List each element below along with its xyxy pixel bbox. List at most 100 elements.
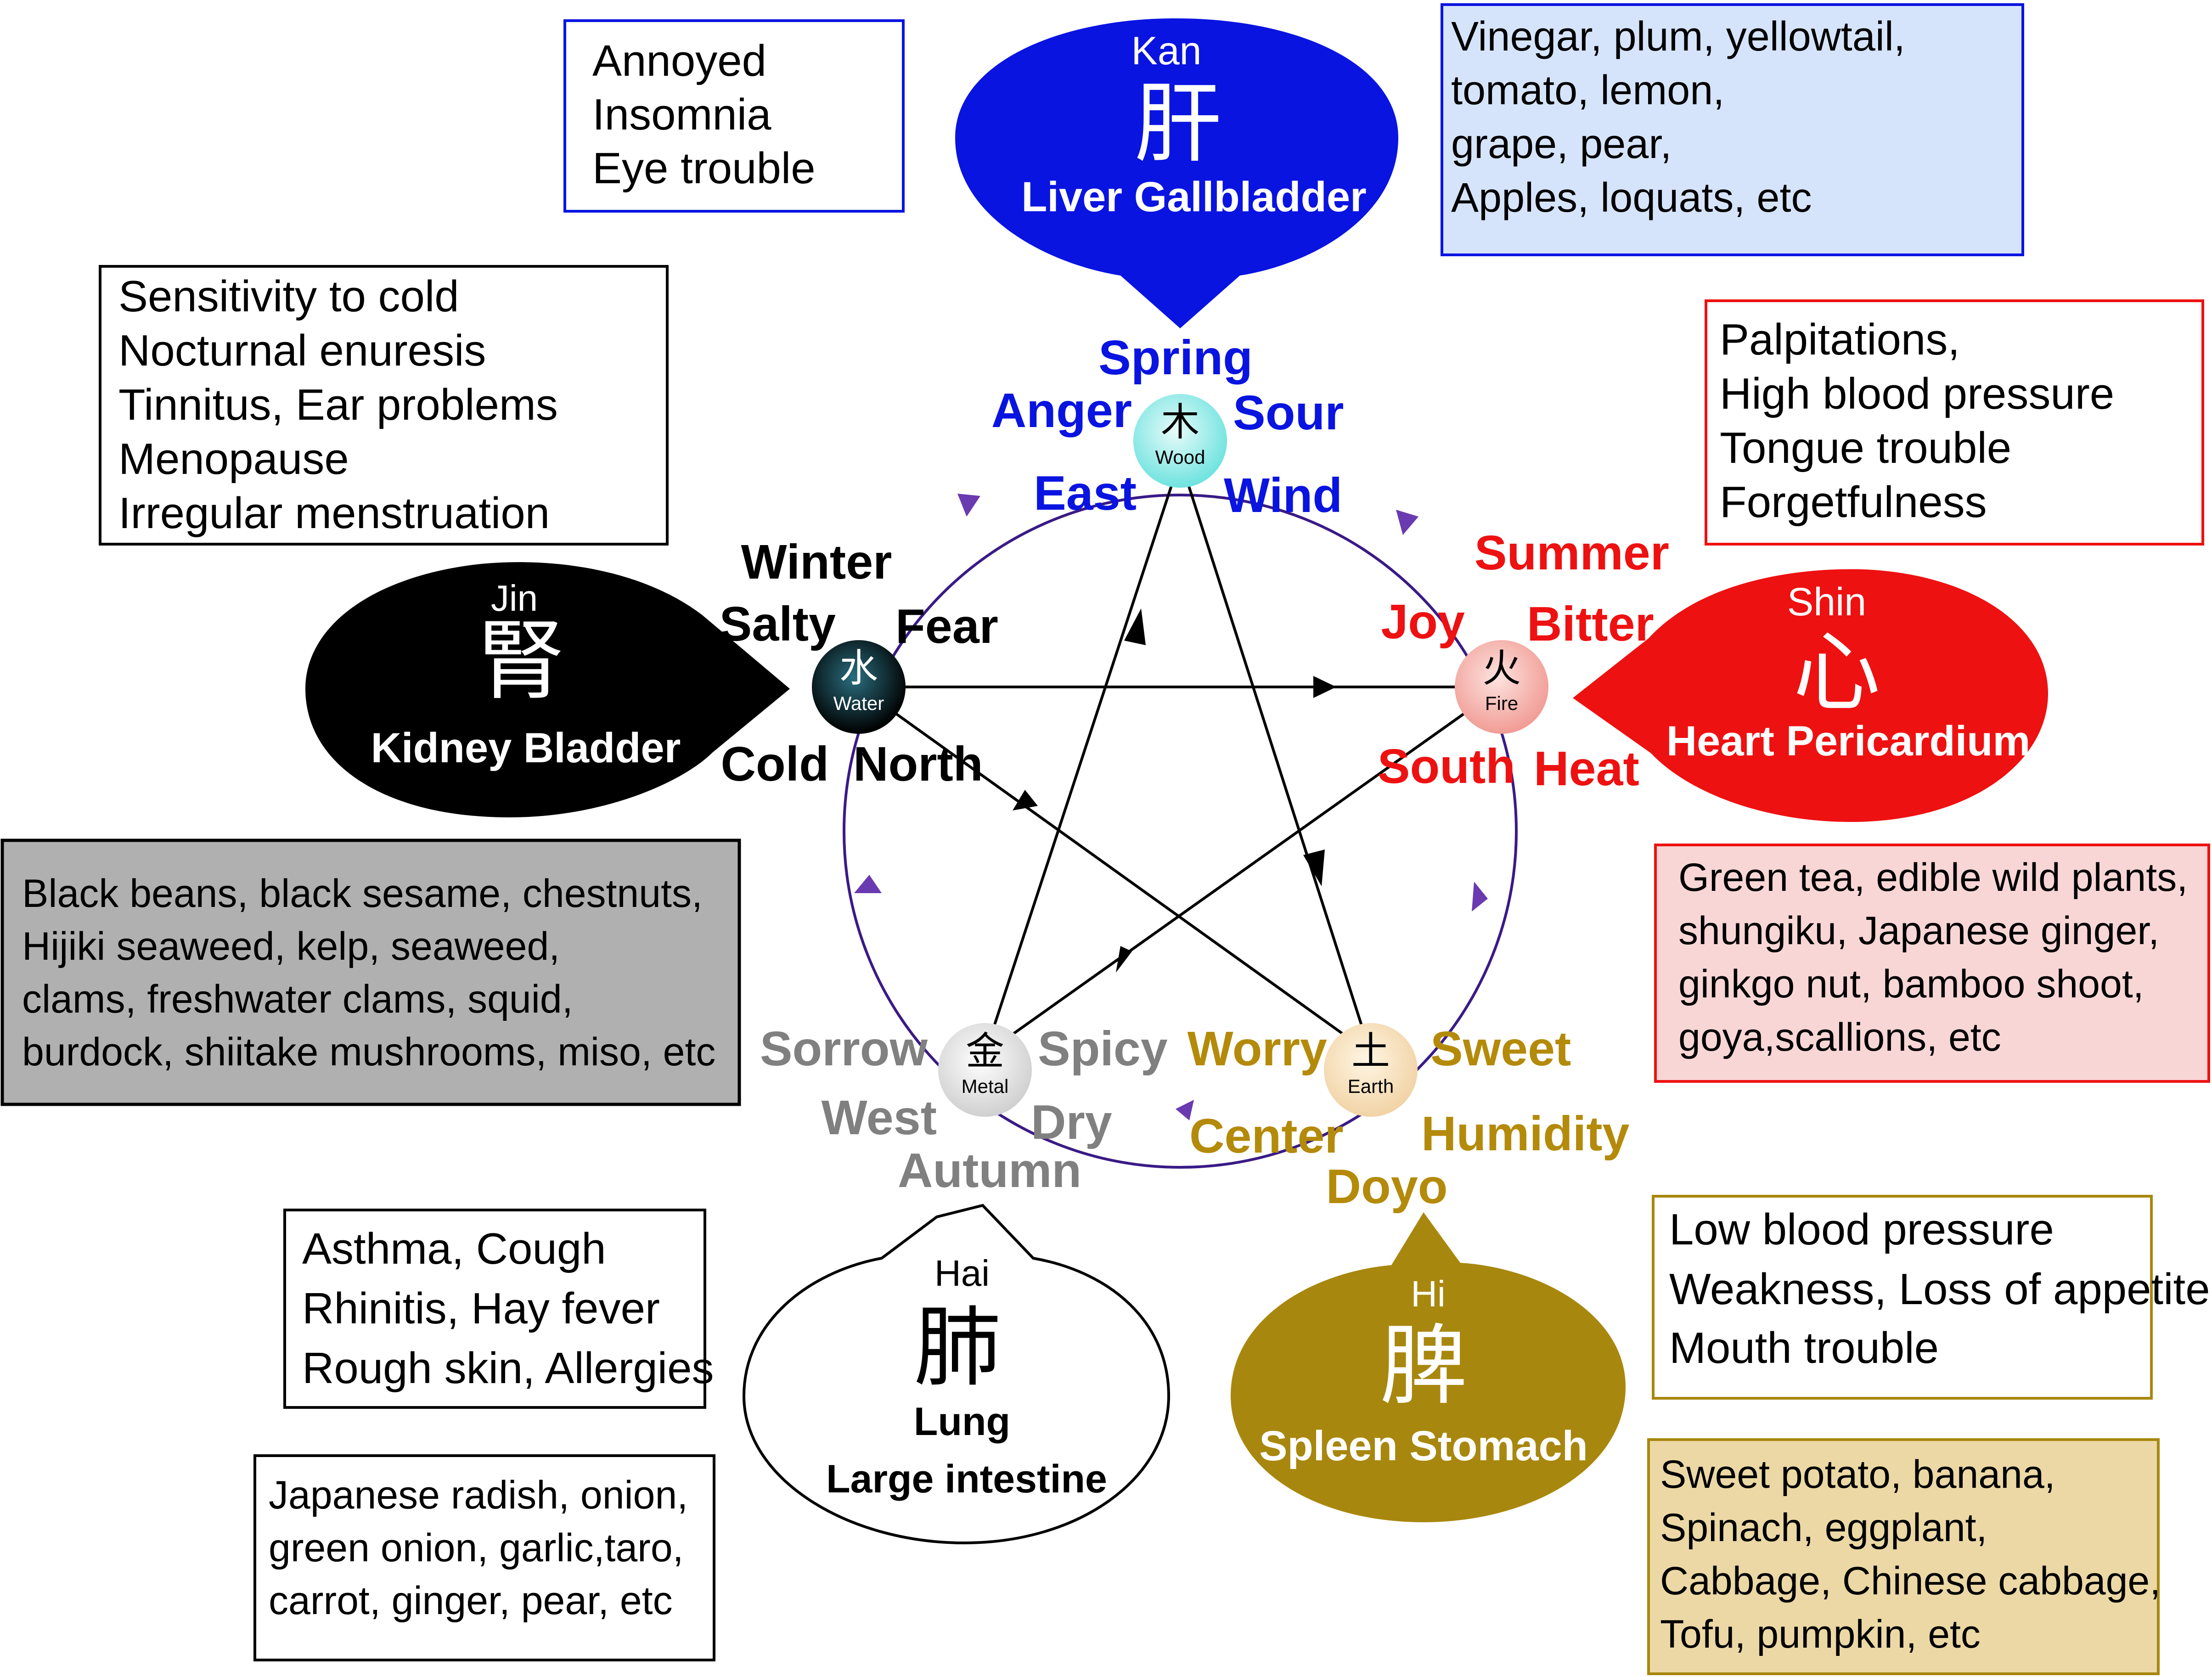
symptom-item: Mouth trouble bbox=[1669, 1323, 1939, 1373]
element-glyph-wood: 木 bbox=[1161, 400, 1199, 445]
symptom-item: Palpitations, bbox=[1720, 315, 1960, 364]
organ-name-heart: Heart Pericardium bbox=[1666, 718, 2031, 765]
organ-reading-kidney: Jin bbox=[491, 578, 538, 619]
element-glyph-earth: 土 bbox=[1351, 1029, 1390, 1074]
element-node-earth: 土 Earth bbox=[1324, 1023, 1418, 1117]
control-arrow-water-fire bbox=[1313, 676, 1336, 698]
cycle-arrow-fire-to-earth bbox=[1472, 882, 1488, 912]
taste-wood: Sour bbox=[1233, 386, 1344, 440]
food-item: Hijiki seaweed, kelp, seaweed, bbox=[22, 924, 560, 968]
control-line-wood-earth bbox=[1179, 459, 1372, 1054]
emotion-water: Fear bbox=[895, 599, 998, 653]
symptom-item: Nocturnal enuresis bbox=[118, 326, 486, 375]
symptom-item: Asthma, Cough bbox=[302, 1224, 606, 1273]
control-arrow-fire-metal bbox=[1116, 946, 1132, 973]
food-item: Cabbage, Chinese cabbage, bbox=[1660, 1559, 2161, 1603]
season-fire: Summer bbox=[1475, 526, 1669, 580]
symptoms-box-fire: Palpitations, High blood pressure Tongue… bbox=[1705, 299, 2204, 546]
emotion-fire: Joy bbox=[1381, 595, 1465, 649]
direction-fire: South bbox=[1378, 739, 1515, 793]
foods-box-water: Black beans, black sesame, chestnuts, Hi… bbox=[0, 838, 741, 1106]
taste-water: Salty bbox=[720, 597, 836, 651]
foods-box-metal: Japanese radish, onion, green onion, gar… bbox=[253, 1454, 715, 1661]
season-water: Winter bbox=[741, 535, 892, 589]
element-node-water: 水 Water bbox=[812, 640, 906, 734]
control-line-fire-metal bbox=[984, 686, 1503, 1055]
symptom-item: Sensitivity to cold bbox=[118, 272, 459, 321]
generating-cycle-circle bbox=[843, 494, 1518, 1169]
organ-bubble-spleen: Hi 脾 Spleen Stomach bbox=[1231, 1212, 1626, 1522]
season-metal: Autumn bbox=[898, 1143, 1081, 1198]
symptom-item: Insomnia bbox=[592, 90, 771, 139]
taste-fire: Bitter bbox=[1527, 597, 1654, 651]
symptom-item: Rough skin, Allergies bbox=[302, 1344, 714, 1393]
season-earth: Doyo bbox=[1326, 1159, 1448, 1214]
element-node-wood: 木 Wood bbox=[1133, 394, 1227, 488]
emotion-earth: Worry bbox=[1188, 1022, 1327, 1076]
control-line-earth-water bbox=[858, 686, 1372, 1055]
organ-reading-liver: Kan bbox=[1131, 29, 1201, 73]
attributes-water: Winter Salty Fear Cold North bbox=[720, 535, 998, 791]
control-arrow-metal-wood bbox=[1124, 608, 1146, 645]
control-line-metal-wood bbox=[984, 459, 1182, 1054]
symptoms-box-earth: Low blood pressure Weakness, Loss of app… bbox=[1652, 1195, 2210, 1400]
food-item: burdock, shiitake mushrooms, miso, etc bbox=[22, 1030, 715, 1074]
direction-water: North bbox=[853, 737, 983, 791]
foods-box-fire: Green tea, edible wild plants, shungiku,… bbox=[1654, 844, 2210, 1083]
symptom-item: High blood pressure bbox=[1720, 369, 2114, 418]
symptom-item: Rhinitis, Hay fever bbox=[302, 1284, 660, 1333]
control-arrow-earth-water bbox=[1013, 790, 1038, 810]
element-glyph-water: 水 bbox=[839, 646, 878, 691]
symptoms-box-metal: Asthma, Cough Rhinitis, Hay fever Rough … bbox=[283, 1209, 714, 1409]
climate-metal: Dry bbox=[1031, 1095, 1112, 1149]
climate-earth: Humidity bbox=[1421, 1107, 1629, 1161]
symptom-item: Eye trouble bbox=[592, 144, 816, 193]
attributes-metal: Sorrow Spicy West Dry Autumn bbox=[760, 1022, 1168, 1198]
direction-wood: East bbox=[1034, 466, 1137, 520]
food-item: Apples, loquats, etc bbox=[1451, 175, 1812, 221]
cycle-arrow-earth-to-metal bbox=[1176, 1100, 1194, 1120]
cycle-arrow-water-to-wood bbox=[957, 494, 980, 517]
attributes-earth: Worry Sweet Center Humidity Doyo bbox=[1188, 1022, 1630, 1214]
organ-bubble-lung: Hai 肺 Lung Large intestine bbox=[742, 1204, 1171, 1545]
taste-earth: Sweet bbox=[1430, 1022, 1571, 1076]
symptom-item: Forgetfulness bbox=[1720, 478, 1987, 527]
symptom-item: Low blood pressure bbox=[1669, 1205, 2054, 1254]
season-wood: Spring bbox=[1098, 331, 1253, 385]
food-item: grape, pear, bbox=[1451, 121, 1672, 167]
emotion-wood: Anger bbox=[991, 383, 1132, 438]
food-item: Spinach, eggplant, bbox=[1660, 1506, 1987, 1550]
organ-kanji-liver: 肝 bbox=[1134, 73, 1221, 174]
element-glyph-fire: 火 bbox=[1482, 646, 1521, 691]
symptom-item: Menopause bbox=[118, 434, 349, 484]
organ-name-liver: Liver Gallbladder bbox=[1021, 174, 1367, 220]
control-arrow-wood-earth bbox=[1303, 850, 1325, 886]
organ-kanji-lung: 肺 bbox=[914, 1297, 1001, 1398]
symptom-item: Weakness, Loss of appetite bbox=[1669, 1265, 2210, 1314]
food-item: carrot, ginger, pear, etc bbox=[269, 1579, 673, 1623]
food-item: tomato, lemon, bbox=[1451, 68, 1724, 113]
cycle-arrow-wood-to-fire bbox=[1396, 510, 1418, 535]
organ-bubble-liver: Kan 肝 Liver Gallbladder bbox=[955, 18, 1398, 328]
symptom-item: Tongue trouble bbox=[1720, 423, 2011, 473]
symptom-item: Tinnitus, Ear problems bbox=[118, 380, 558, 429]
direction-earth: Center bbox=[1189, 1109, 1344, 1163]
food-item: Japanese radish, onion, bbox=[269, 1473, 688, 1517]
organ-name-kidney: Kidney Bladder bbox=[371, 725, 681, 771]
organ-bubble-kidney: Jin 腎 Kidney Bladder bbox=[305, 562, 790, 817]
food-item: Vinegar, plum, yellowtail, bbox=[1451, 14, 1905, 60]
symptom-item: Irregular menstruation bbox=[118, 489, 550, 538]
cycle-arrow-metal-to-water bbox=[854, 875, 882, 893]
element-label-earth: Earth bbox=[1348, 1075, 1394, 1097]
organ-name-lung-line2: Large intestine bbox=[826, 1457, 1107, 1501]
climate-fire: Heat bbox=[1534, 742, 1639, 796]
organ-kanji-spleen: 脾 bbox=[1380, 1315, 1467, 1417]
food-item: Black beans, black sesame, chestnuts, bbox=[22, 872, 703, 916]
attributes-fire: Summer Joy Bitter South Heat bbox=[1378, 526, 1669, 796]
element-node-fire: 火 Fire bbox=[1455, 640, 1548, 734]
element-node-metal: 金 Metal bbox=[938, 1023, 1032, 1117]
element-label-metal: Metal bbox=[962, 1075, 1009, 1097]
element-label-wood: Wood bbox=[1155, 446, 1205, 468]
direction-metal: West bbox=[822, 1091, 937, 1145]
organ-kanji-heart: 心 bbox=[1793, 622, 1880, 723]
